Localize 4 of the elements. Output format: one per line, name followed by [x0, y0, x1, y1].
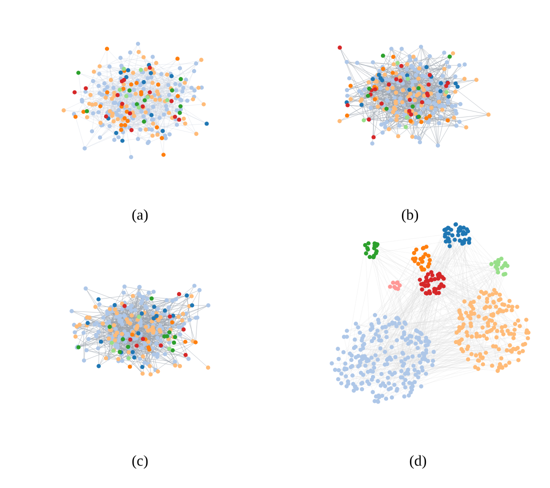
panel-label: (b) — [402, 209, 418, 223]
panel-label: (c) — [132, 455, 148, 469]
panel-label: (d) — [410, 455, 426, 469]
panel-label: (a) — [132, 209, 148, 223]
